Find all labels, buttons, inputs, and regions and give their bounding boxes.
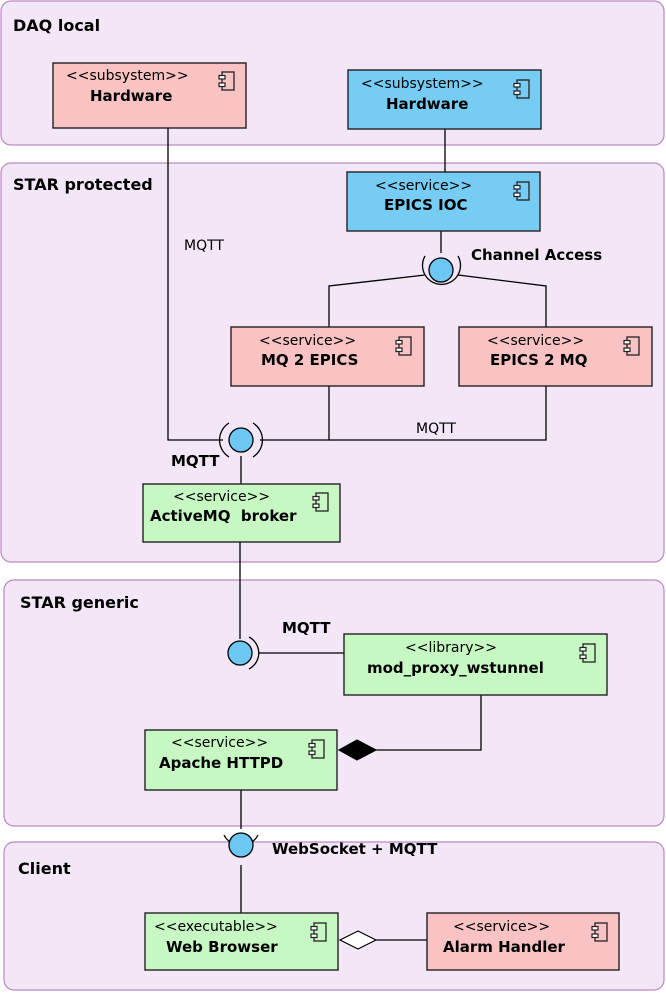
- component-epics2mq: <<service>> EPICS 2 MQ: [458, 326, 653, 387]
- package-title: Client: [18, 859, 71, 878]
- lollipop-interface-icon: [428, 257, 454, 283]
- label-mqtt-generic: MQTT: [282, 619, 331, 637]
- interface-generic-mqtt: [227, 636, 260, 670]
- connectors: [167, 128, 547, 950]
- component-epics-ioc: <<service>> EPICS IOC: [346, 171, 541, 232]
- connector-ca-mq2epics: [328, 274, 426, 327]
- lollipop-interface-icon: [228, 427, 254, 453]
- connector-wstunnel-httpd: [376, 695, 482, 751]
- label-channel-access: Channel Access: [471, 246, 602, 264]
- component-web-browser: <<executable>> Web Browser: [144, 912, 339, 971]
- composition-diamond-icon: [337, 739, 378, 761]
- connector-epics2mq-broker: [329, 386, 547, 441]
- connector-hardware-mqtt: [167, 128, 223, 441]
- socket-icon: [421, 255, 462, 286]
- component-alarm-handler: <<service>> Alarm Handler: [426, 912, 620, 971]
- component-name: ActiveMQ broker: [150, 507, 297, 525]
- component-name: EPICS IOC: [384, 196, 467, 214]
- package-title: STAR generic: [20, 593, 139, 612]
- component-apache-httpd: <<service>> Apache HTTPD: [144, 729, 338, 791]
- package-title: DAQ local: [13, 16, 100, 35]
- component-name: Apache HTTPD: [159, 754, 283, 772]
- socket-icon: [218, 422, 230, 458]
- component-name: EPICS 2 MQ: [490, 351, 587, 369]
- socket-icon: [252, 422, 264, 458]
- component-stereotype: <<service>>: [171, 735, 268, 751]
- component-stereotype: <<service>>: [487, 333, 584, 349]
- component-stereotype: <<service>>: [375, 178, 472, 194]
- component-stereotype: <<service>>: [453, 919, 550, 935]
- interface-broker-mqtt: [218, 422, 264, 458]
- component-stereotype: <<service>>: [259, 333, 356, 349]
- component-name: Web Browser: [166, 938, 278, 956]
- connector-ca-epics2mq: [457, 274, 547, 327]
- interface-websocket-mqtt: [223, 832, 259, 858]
- component-hardware-pink: <<subsystem>> Hardware: [52, 62, 247, 129]
- lollipop-interface-icon: [228, 832, 254, 858]
- lollipop-interface-icon: [227, 640, 253, 666]
- component-name: MQ 2 EPICS: [261, 351, 358, 369]
- socket-icon: [248, 636, 260, 670]
- label-mqtt-epics2mq: MQTT: [416, 421, 456, 437]
- component-stereotype: <<library>>: [405, 640, 497, 656]
- component-mod-proxy-wstunnel: <<library>> mod_proxy_wstunnel: [343, 633, 608, 696]
- component-mq2epics: <<service>> MQ 2 EPICS: [230, 326, 425, 387]
- component-name: Hardware: [90, 87, 172, 105]
- component-stereotype: <<subsystem>>: [361, 76, 484, 92]
- label-mqtt-hardware: MQTT: [184, 238, 224, 254]
- label-websocket-mqtt: WebSocket + MQTT: [272, 840, 438, 858]
- aggregation-diamond-icon: [338, 930, 378, 950]
- package-title: STAR protected: [13, 175, 153, 194]
- interface-channel-access: [421, 255, 462, 286]
- component-stereotype: <<service>>: [173, 489, 270, 505]
- component-stereotype: <<executable>>: [154, 919, 278, 935]
- label-mqtt-broker: MQTT: [171, 452, 220, 470]
- component-activemq-broker: <<service>> ActiveMQ broker: [142, 483, 341, 543]
- component-name: mod_proxy_wstunnel: [367, 659, 544, 677]
- component-stereotype: <<subsystem>>: [66, 68, 189, 84]
- component-hardware-blue: <<subsystem>> Hardware: [347, 69, 542, 130]
- component-name: Alarm Handler: [443, 938, 566, 956]
- component-name: Hardware: [386, 95, 468, 113]
